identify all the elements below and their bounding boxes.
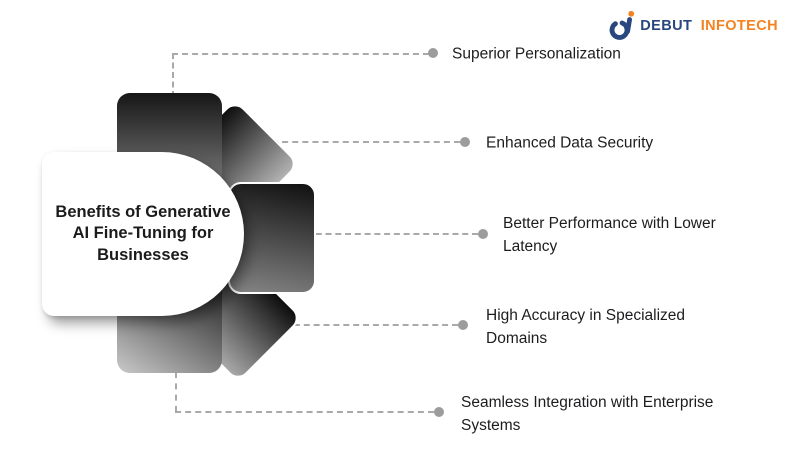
debut-infotech-logo: DEBUT INFOTECH	[608, 10, 778, 42]
benefit-label-superior-personalization: Superior Personalization	[452, 45, 621, 63]
title-card: Benefits of Generative AI Fine-Tuning fo…	[42, 152, 244, 316]
bullet-dot-5	[434, 407, 444, 417]
benefit-label-high-accuracy: High Accuracy in Specialized Domains	[486, 307, 686, 347]
connector-1-horizontal	[172, 53, 429, 55]
connector-1-vertical	[172, 53, 174, 97]
connector-5-vertical	[175, 372, 177, 412]
bullet-dot-3	[478, 229, 488, 239]
logo-wordmark: DEBUT INFOTECH	[640, 18, 778, 34]
debut-infotech-logo-icon	[609, 10, 635, 40]
bullet-dot-2	[460, 137, 470, 147]
connector-5-horizontal	[175, 411, 434, 413]
page-title: Benefits of Generative AI Fine-Tuning fo…	[55, 202, 231, 264]
bullet-dot-4	[458, 320, 468, 330]
benefit-label-enhanced-data-security: Enhanced Data Security	[486, 134, 654, 152]
benefit-label-seamless-integration: Seamless Integration with Enterprise Sys…	[461, 394, 714, 434]
connector-2-horizontal	[272, 141, 460, 143]
bullet-dot-1	[428, 48, 438, 58]
connector-3-horizontal	[306, 233, 478, 235]
logo-brand-primary: DEBUT	[640, 18, 693, 34]
logo-brand-secondary: INFOTECH	[700, 18, 778, 34]
connector-4-horizontal	[284, 324, 458, 326]
benefit-label-better-performance: Better Performance with Lower Latency	[503, 215, 716, 255]
